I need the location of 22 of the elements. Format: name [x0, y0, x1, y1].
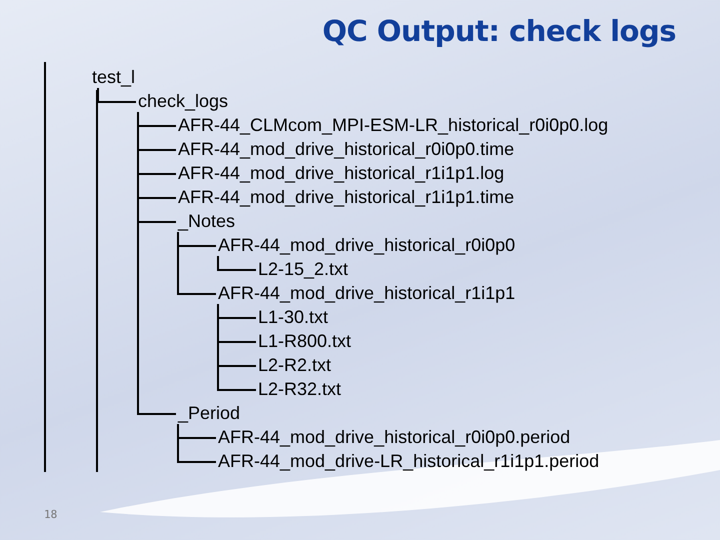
- page-number: 18: [44, 508, 58, 521]
- file-name: AFR-44_mod_drive_historical_r0i0p0: [218, 234, 516, 256]
- file-name: L1-R800.txt: [258, 330, 352, 352]
- file-name: AFR-44_mod_drive-LR_historical_r1i1p1.period: [218, 450, 600, 472]
- file-name: AFR-44_mod_drive_historical_r1i1p1.log: [178, 162, 504, 184]
- file-name: AFR-44_mod_drive_historical_r1i1p1: [218, 282, 516, 304]
- tree-connector: [137, 112, 176, 415]
- file-name: L1-30.txt: [258, 306, 328, 328]
- tree-connector: [217, 256, 256, 271]
- slide-title: QC Output: check logs: [322, 14, 676, 48]
- file-name: test_l: [92, 66, 136, 88]
- file-name: AFR-44_mod_drive_historical_r0i0p0.time: [178, 138, 514, 160]
- file-name: check_logs: [138, 90, 228, 112]
- file-name: AFR-44_CLMcom_MPI-ESM-LR_historical_r0i0p0.log: [178, 114, 608, 136]
- file-name: L2-R32.txt: [258, 378, 342, 400]
- file-name: L2-15_2.txt: [258, 258, 348, 280]
- file-name: _Notes: [178, 210, 236, 232]
- tree-connector: [97, 88, 136, 103]
- file-name: AFR-44_mod_drive_historical_r1i1p1.time: [178, 186, 514, 208]
- file-name: L2-R2.txt: [258, 354, 332, 376]
- file-name: _Period: [178, 402, 240, 424]
- file-name: AFR-44_mod_drive_historical_r0i0p0.period: [218, 426, 570, 448]
